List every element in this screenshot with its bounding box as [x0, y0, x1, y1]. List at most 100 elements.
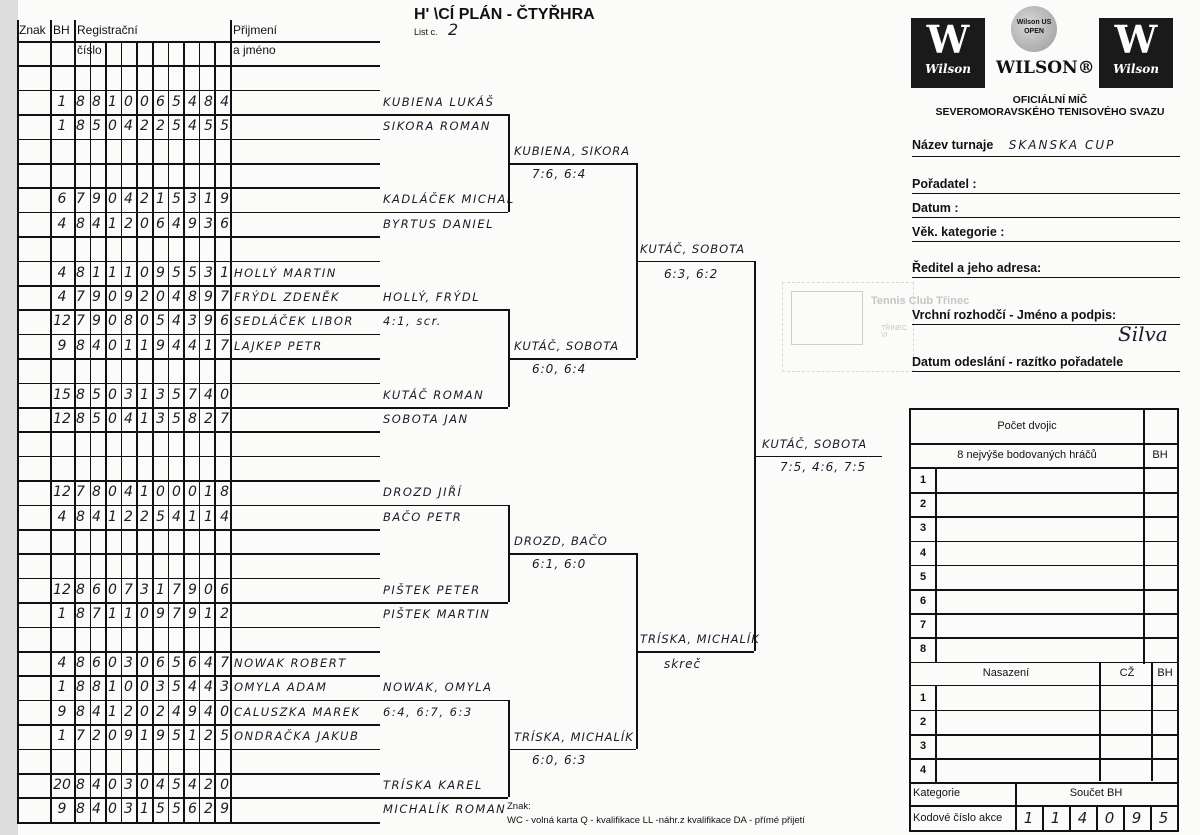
player-name[interactable] — [234, 90, 380, 114]
r2-winner[interactable]: KUTÁČ, SOBOTA — [514, 339, 620, 354]
final-score[interactable]: 7:5, 4:6, 7:5 — [780, 459, 867, 474]
top8-player-field[interactable] — [936, 516, 1142, 540]
r2-score[interactable]: 6:1, 6:0 — [532, 557, 587, 572]
player-name[interactable]: FRÝDL ZDENĚK — [234, 290, 340, 304]
player-name[interactable]: OMYLA ADAM — [234, 680, 328, 695]
player-name[interactable] — [234, 431, 380, 455]
player-name[interactable] — [234, 553, 380, 577]
bh-cell[interactable]: 6 — [57, 191, 67, 208]
player-name[interactable] — [234, 456, 380, 480]
bracket-entry[interactable]: 4:1, scr. — [383, 314, 442, 329]
r2-winner[interactable]: KUBIENA, SIKORA — [514, 144, 631, 158]
player-name[interactable]: ONDRAČKA JAKUB — [234, 729, 360, 744]
seeding-player-field[interactable] — [936, 686, 1098, 710]
registration-number[interactable]: 8412024940 — [76, 703, 237, 720]
top8-bh-field[interactable] — [1144, 589, 1177, 613]
bracket-entry[interactable]: KADLÁČEK MICHAL — [383, 192, 515, 207]
player-name[interactable] — [234, 749, 380, 773]
registration-number[interactable]: 8111095531 — [76, 264, 237, 281]
player-name[interactable] — [234, 236, 380, 260]
registration-number[interactable] — [76, 431, 232, 455]
bh-cell[interactable]: 1 — [57, 728, 67, 745]
bh-cell[interactable]: 12 — [53, 581, 71, 598]
player-name[interactable] — [234, 41, 380, 65]
r2-score[interactable]: 6:0, 6:4 — [532, 362, 587, 377]
bh-cell[interactable]: 12 — [53, 313, 71, 330]
registration-number[interactable]: 8503135740 — [76, 386, 237, 403]
r2-winner[interactable]: TRÍSKA, MICHALÍK — [514, 729, 634, 744]
registration-number[interactable]: 8607317906 — [76, 581, 237, 598]
top8-player-field[interactable] — [936, 613, 1142, 637]
bracket-entry[interactable]: TRÍSKA KAREL — [383, 778, 483, 792]
bracket-entry[interactable]: KUBIENA LUKÁŠ — [383, 94, 495, 109]
registration-number[interactable]: 8504135827 — [76, 411, 237, 427]
seeding-bh-field[interactable] — [1153, 758, 1177, 782]
bh-cell[interactable]: 9 — [57, 703, 67, 720]
bh-cell[interactable] — [50, 65, 74, 89]
bh-cell[interactable]: 4 — [57, 264, 67, 281]
bh-cell[interactable]: 12 — [53, 484, 71, 501]
final-winner[interactable]: KUTÁČ, SOBOTA — [762, 436, 868, 451]
r2-score[interactable]: 6:0, 6:3 — [532, 752, 587, 767]
player-name[interactable] — [234, 114, 380, 138]
event-code-digit[interactable]: 1 — [1050, 809, 1061, 828]
player-name[interactable]: CALUSZKA MAREK — [234, 704, 361, 719]
seeding-player-field[interactable] — [936, 734, 1098, 758]
registration-number[interactable]: 8603065647 — [76, 655, 237, 671]
bracket-entry[interactable]: KUTÁČ ROMAN — [383, 387, 485, 402]
registration-number[interactable] — [76, 553, 232, 577]
r3-score[interactable]: skreč — [664, 657, 702, 671]
seeding-bh-field[interactable] — [1153, 710, 1177, 734]
player-name[interactable] — [234, 407, 380, 431]
seeding-cz-field[interactable] — [1101, 686, 1151, 710]
player-name[interactable] — [234, 627, 380, 651]
top8-bh-field[interactable] — [1144, 468, 1177, 492]
registration-number[interactable]: 8403045420 — [76, 777, 237, 793]
top8-player-field[interactable] — [936, 565, 1142, 589]
top8-bh-field[interactable] — [1144, 541, 1177, 565]
registration-number[interactable] — [76, 236, 232, 260]
registration-number[interactable]: 8403155629 — [76, 801, 237, 818]
top8-bh-field[interactable] — [1144, 613, 1177, 637]
registration-number[interactable]: 7908054396 — [76, 313, 237, 330]
bracket-entry[interactable]: PIŠTEK MARTIN — [383, 607, 491, 622]
bh-cell[interactable]: 9 — [57, 801, 67, 818]
player-name[interactable] — [234, 212, 380, 236]
player-name[interactable] — [234, 505, 380, 529]
bracket-entry[interactable]: DROZD JIŘÍ — [383, 485, 463, 500]
bh-cell[interactable] — [50, 749, 74, 773]
field-director[interactable]: Ředitel a jeho adresa: — [912, 261, 1180, 278]
seeding-cz-field[interactable] — [1101, 710, 1151, 734]
bh-cell[interactable]: 4 — [57, 655, 67, 671]
bracket-entry[interactable]: PIŠTEK PETER — [383, 582, 481, 597]
seeding-player-field[interactable] — [936, 758, 1098, 782]
registration-number[interactable]: 8401194417 — [76, 337, 237, 354]
registration-number[interactable]: 7904215319 — [76, 191, 237, 208]
r3-winner[interactable]: KUTÁČ, SOBOTA — [640, 241, 746, 256]
top8-bh-field[interactable] — [1144, 637, 1177, 661]
player-name[interactable]: HOLLÝ MARTIN — [234, 265, 337, 280]
event-code-digit[interactable]: 9 — [1131, 809, 1142, 828]
pairs-count-value[interactable] — [1143, 410, 1177, 443]
top8-bh-field[interactable] — [1144, 516, 1177, 540]
bracket-entry[interactable]: BAČO PETR — [383, 509, 463, 524]
bh-cell[interactable] — [50, 41, 74, 65]
event-code-digit[interactable]: 4 — [1077, 809, 1088, 828]
registration-number[interactable]: 7909204897 — [76, 289, 237, 305]
bh-cell[interactable] — [50, 139, 74, 163]
registration-number[interactable] — [76, 139, 232, 163]
bh-cell[interactable]: 4 — [57, 508, 67, 525]
top8-player-field[interactable] — [936, 637, 1142, 661]
registration-number[interactable]: 7209195125 — [76, 728, 237, 745]
registration-number[interactable]: 8412064936 — [76, 215, 237, 232]
bh-cell[interactable]: 1 — [57, 606, 67, 623]
bracket-entry[interactable]: HOLLÝ, FRÝDL — [383, 290, 481, 304]
seeding-cz-field[interactable] — [1101, 758, 1151, 782]
tournament-value[interactable]: SKANSKA CUP — [1008, 138, 1116, 152]
bh-cell[interactable]: 4 — [57, 289, 67, 305]
bh-cell[interactable]: 1 — [57, 118, 67, 135]
bracket-entry[interactable]: NOWAK, OMYLA — [383, 680, 493, 695]
registration-number[interactable] — [76, 529, 232, 553]
registration-number[interactable]: 8810065484 — [76, 93, 237, 110]
registration-number[interactable] — [76, 65, 232, 89]
